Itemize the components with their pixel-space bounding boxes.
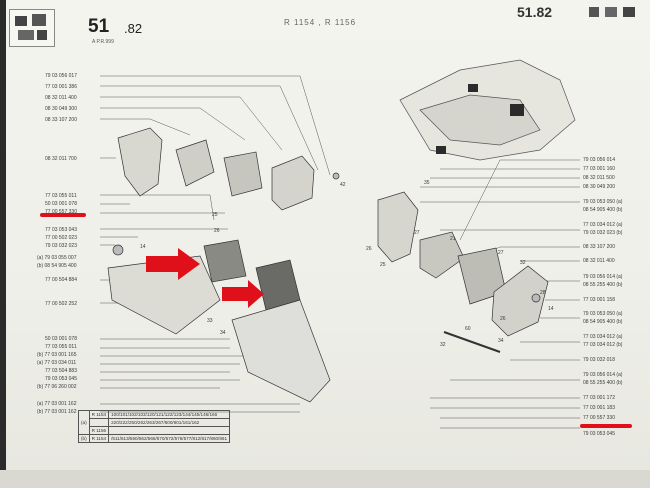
part-number: 08 54 905 400 (b) <box>583 207 623 213</box>
callout: 42 <box>340 182 346 188</box>
part-number: 50 03 001 078 <box>45 336 77 342</box>
part-number: 79 03 053 050 (a) <box>583 311 623 317</box>
part-number: 77 03 055 011 <box>45 344 77 350</box>
part-number: 77 03 034 012 (b) <box>583 342 623 348</box>
part-number: 08 32 011 400 <box>583 258 615 264</box>
callout: 28 <box>540 290 546 296</box>
part-number: (b) 77 06 260 002 <box>37 384 77 390</box>
engine-mount-icon <box>15 14 47 40</box>
part-number: 77 03 034 012 (a) <box>583 334 623 340</box>
part-number: 77 03 055 011 <box>45 193 77 199</box>
part-number: 77 00 557 330 <box>45 209 77 215</box>
legend-key: (a) <box>78 410 90 435</box>
callout: 35 <box>424 180 430 186</box>
callout: 27 <box>498 250 504 256</box>
highlight-arrows <box>146 248 264 308</box>
legend-values: 220/222/250/262/263/267/600/601/161/162 <box>108 418 230 427</box>
part-number: 79 03 032 018 <box>583 357 615 363</box>
part-number: 77 03 034 012 (a) <box>583 222 623 228</box>
page-bottom-edge <box>0 470 650 488</box>
part-number: (a) 79 03 055 007 <box>37 255 77 261</box>
callout: 34 <box>498 338 504 344</box>
legend-key: (b) <box>78 434 90 443</box>
part-number: (b) 77 03 001 165 <box>37 352 77 358</box>
part-number: 77 00 502 023 <box>45 235 77 241</box>
part-number: (a) 77 03 034 011 <box>37 360 77 366</box>
part-number: 77 03 053 043 <box>45 227 77 233</box>
part-number: 77 03 001 172 <box>583 395 615 401</box>
callout: 60 <box>465 326 471 332</box>
part-number: 50 03 001 078 <box>45 201 77 207</box>
part-number: 08 30 049 200 <box>583 184 615 190</box>
part-number: 79 03 056 014 (a) <box>583 372 623 378</box>
callout: 32 <box>440 342 446 348</box>
page-suffix: .82 <box>124 21 143 36</box>
part-number: 08 33 107 200 <box>45 117 77 123</box>
part-number: (b) 08 54 905 400 <box>37 263 77 269</box>
model-legend-table: (a) R 1154 100/101/102/103/120/121/122/1… <box>78 410 230 443</box>
part-number: 08 33 107 200 <box>583 244 615 250</box>
part-number: (a) 77 03 001 162 <box>37 401 77 407</box>
part-number: 08 32 011 700 <box>45 156 77 162</box>
callout: 25 <box>212 212 218 218</box>
next-page-number: 51.82 <box>517 4 553 20</box>
part-number: 77 03 001 386 <box>45 84 77 90</box>
legend-model: R 1154 <box>88 434 110 443</box>
highlight-underline-left <box>40 213 86 217</box>
legend-row-b: (b) R 1154 /511/513/560/562/566/570/572/… <box>78 434 230 443</box>
part-number: 79 03 056 017 <box>45 73 77 79</box>
part-number: 77 00 504 884 <box>45 277 77 283</box>
part-number: 77 03 001 160 <box>583 166 615 172</box>
callout: 34 <box>220 330 226 336</box>
legend-row-a: (a) R 1154 100/101/102/103/120/121/122/1… <box>78 410 230 435</box>
section-logo <box>9 9 55 47</box>
callout: 14 <box>140 244 146 250</box>
model-heading: R 1154 , R 1156 <box>284 18 357 27</box>
page-subtitle: A P.R.999 <box>92 39 114 45</box>
part-number: 79 03 032 023 (b) <box>583 230 623 236</box>
callout: 14 <box>548 306 554 312</box>
part-number: 79 03 053 045 <box>45 376 77 382</box>
part-number: 08 30 049 300 <box>45 106 77 112</box>
page-number: 51 <box>88 16 110 37</box>
callout: 25 <box>380 262 386 268</box>
part-number: 08 55 255 400 (b) <box>583 380 623 386</box>
part-number: 79 03 056 014 (a) <box>583 274 623 280</box>
callout: 21 <box>450 236 456 242</box>
part-number: 08 32 011 500 <box>583 175 615 181</box>
part-number: 77 03 001 158 <box>583 297 615 303</box>
part-number: 79 03 053 045 <box>583 431 615 437</box>
part-number: 08 32 011 400 <box>45 95 77 101</box>
part-number: (b) 77 03 001 162 <box>37 409 77 415</box>
callout: 26 <box>500 316 506 322</box>
part-number: 79 03 032 023 <box>45 243 77 249</box>
part-number: 08 54 905 400 (b) <box>583 319 623 325</box>
legend-row-a3: R 1156 <box>79 426 230 435</box>
next-page-logo <box>585 4 643 22</box>
page-binding-edge <box>0 0 6 488</box>
part-number: 08 55 255 400 (b) <box>583 282 623 288</box>
part-number: 77 00 502 252 <box>45 301 77 307</box>
legend-model: R 1156 <box>88 426 110 435</box>
callout: 32 <box>520 260 526 266</box>
highlight-underline-right <box>580 424 632 428</box>
callout: 26 <box>366 246 372 252</box>
part-number: 79 03 053 050 (a) <box>583 199 623 205</box>
part-number: 79 03 056 014 <box>583 157 615 163</box>
part-number: 77 03 504 883 <box>45 368 77 374</box>
legend-values: 100/101/102/103/120/121/122/123/144/145/… <box>108 410 230 419</box>
part-number: 77 03 001 183 <box>583 405 615 411</box>
callout: 26 <box>214 228 220 234</box>
legend-values: /511/513/560/562/566/570/572/576/577/812… <box>108 434 230 443</box>
callout: 33 <box>207 318 213 324</box>
legend-model: R 1154 <box>88 410 110 419</box>
part-number: 77 00 557 330 <box>583 415 615 421</box>
legend-row-a2: 220/222/250/262/263/267/600/601/161/162 <box>79 418 230 427</box>
callout: 27 <box>414 230 420 236</box>
